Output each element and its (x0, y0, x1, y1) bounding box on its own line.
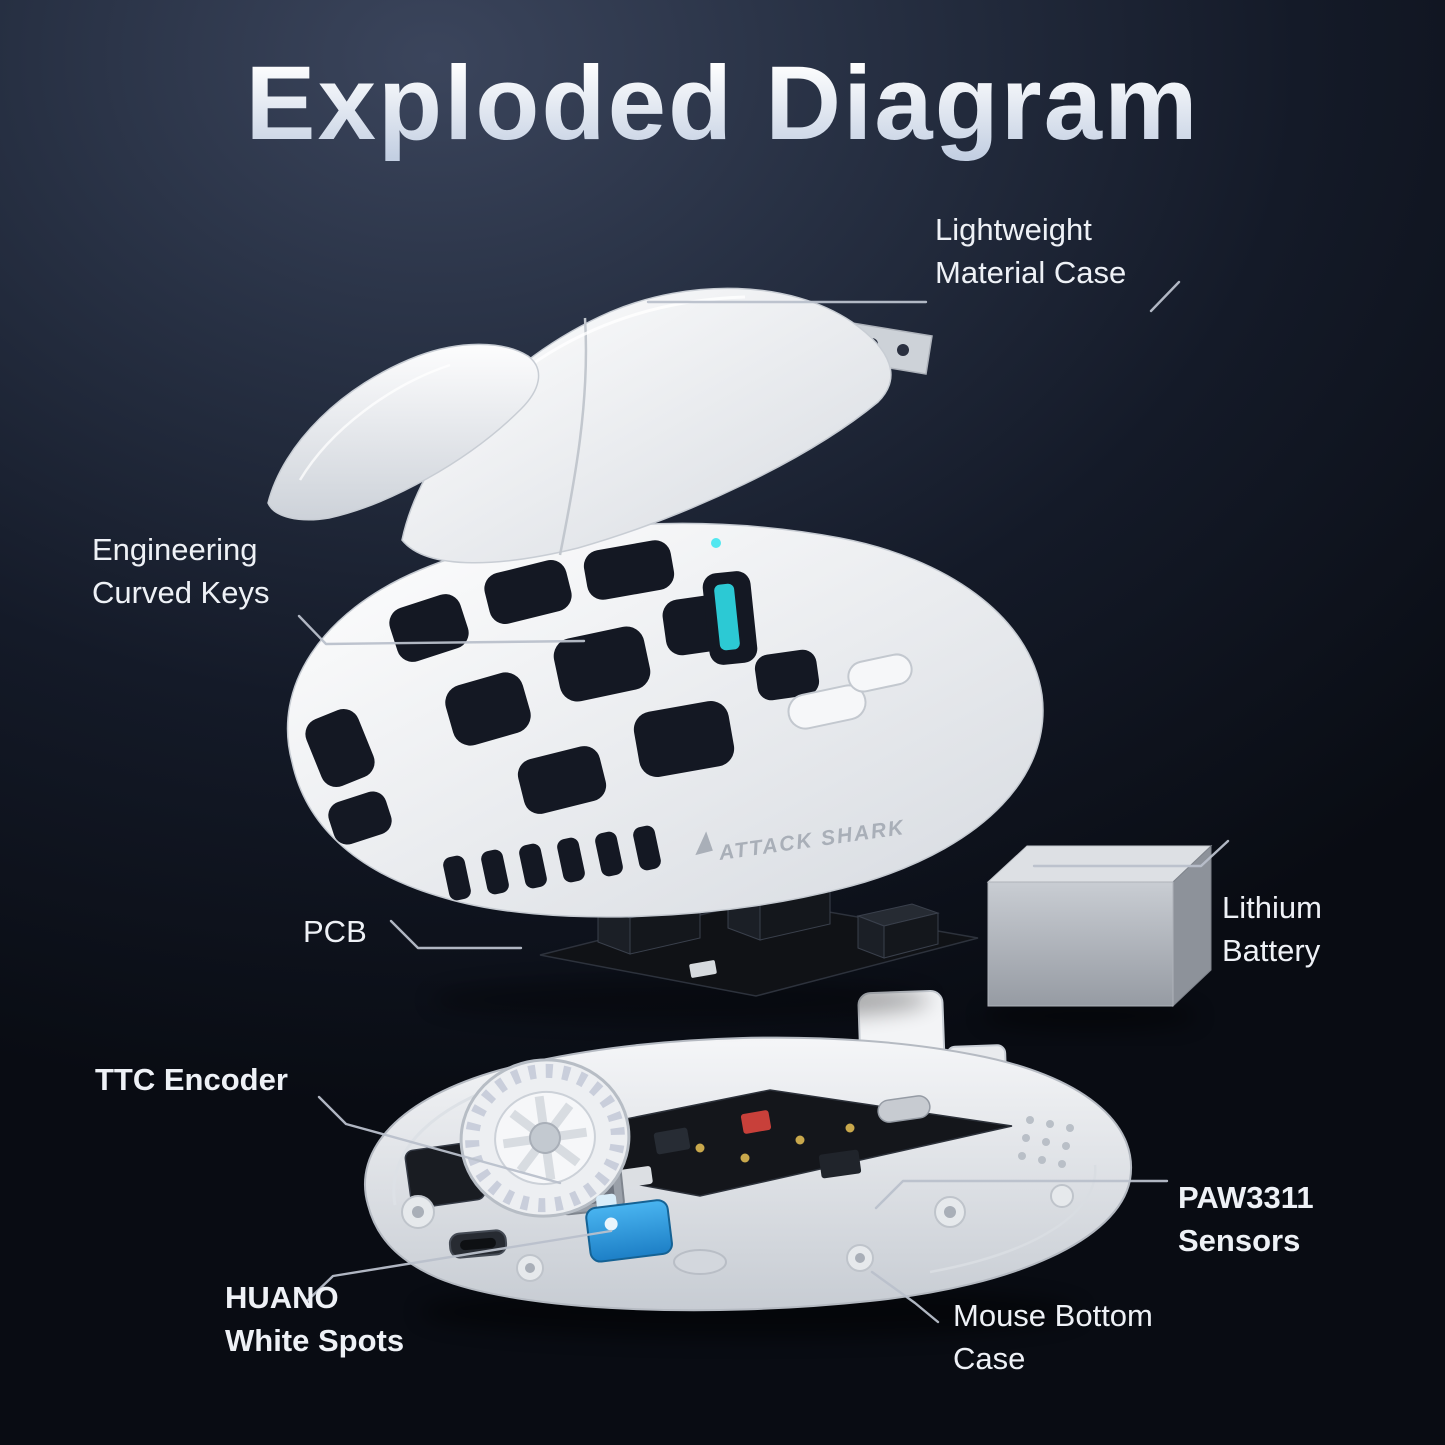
pcb-connector (617, 1166, 653, 1188)
bottom-leader-line (870, 1270, 940, 1324)
pcb-shadow (430, 978, 930, 1022)
label-line: PCB (303, 914, 367, 949)
label-line: TTC Encoder (95, 1062, 288, 1097)
battery-leader-line (1032, 839, 1230, 868)
usb-c-slot (460, 1237, 496, 1251)
label-line: Case (953, 1341, 1026, 1376)
vent-holes (1018, 1116, 1074, 1168)
solder-points (695, 1123, 855, 1163)
key-highlight (298, 363, 451, 481)
label-line: Lithium (1222, 890, 1322, 925)
label-paw3311-sensors: PAW3311 Sensors (1178, 1176, 1314, 1262)
label-line: PAW3311 (1178, 1180, 1314, 1215)
indicator-led (711, 538, 721, 548)
chip (653, 1127, 691, 1155)
label-lightweight-material-case: Lightweight Material Case (935, 208, 1126, 294)
label-line: White Spots (225, 1323, 405, 1358)
label-line: Curved Keys (92, 575, 270, 610)
label-engineering-curved-keys: Engineering Curved Keys (92, 528, 269, 614)
page-title: Exploded Diagram (0, 44, 1445, 164)
brand-icon (695, 831, 713, 856)
lightening-holes (305, 540, 820, 901)
side-button (847, 653, 913, 693)
battery-front-face (987, 881, 1174, 1007)
sensor-chip (818, 1149, 862, 1179)
sensor-leader-line (874, 1179, 1169, 1210)
crystal-oscillator (877, 1095, 931, 1123)
screw-bosses (401, 1184, 1074, 1282)
label-line: Material Case (935, 255, 1127, 290)
pcb-connector-small (689, 960, 717, 978)
label-line: Sensors (1178, 1223, 1301, 1258)
switch-cube (856, 903, 940, 959)
bottom-case-assembly (363, 989, 1133, 1338)
side-button (787, 684, 867, 730)
top-covers (267, 287, 933, 564)
label-line: HUANO (225, 1280, 339, 1315)
base-slot (673, 1249, 727, 1275)
button-seam (558, 317, 588, 556)
red-component (740, 1110, 772, 1134)
skeleton-shell: ATTACK SHARK (286, 522, 1044, 918)
label-huano-white-spots: HUANO White Spots (225, 1276, 404, 1362)
label-line: Lightweight (935, 212, 1092, 247)
teal-accent-strip (714, 583, 740, 651)
label-line: Battery (1222, 933, 1321, 968)
label-ttc-encoder: TTC Encoder (95, 1058, 288, 1101)
encoder-leader-line (317, 1095, 562, 1185)
battery-shadow (982, 1001, 1198, 1031)
huano-leader-line (304, 1229, 613, 1304)
battery-top-face (986, 845, 1213, 883)
lithium-battery-part (982, 844, 1213, 1031)
leader-lines (297, 280, 1230, 1324)
label-pcb: PCB (303, 910, 367, 953)
label-mouse-bottom-case: Mouse Bottom Case (953, 1294, 1153, 1380)
pcb-leader-line (389, 919, 523, 950)
tab-hole (897, 344, 909, 356)
keys-leader-line (297, 614, 586, 646)
case-leader-line (646, 280, 1181, 313)
scroll-wheel (459, 1058, 631, 1218)
label-line: Mouse Bottom (953, 1298, 1153, 1333)
label-lithium-battery: Lithium Battery (1222, 886, 1322, 972)
curved-key-piece (267, 343, 540, 521)
label-line: Engineering (92, 532, 258, 567)
huano-blue-switch (585, 1193, 673, 1263)
